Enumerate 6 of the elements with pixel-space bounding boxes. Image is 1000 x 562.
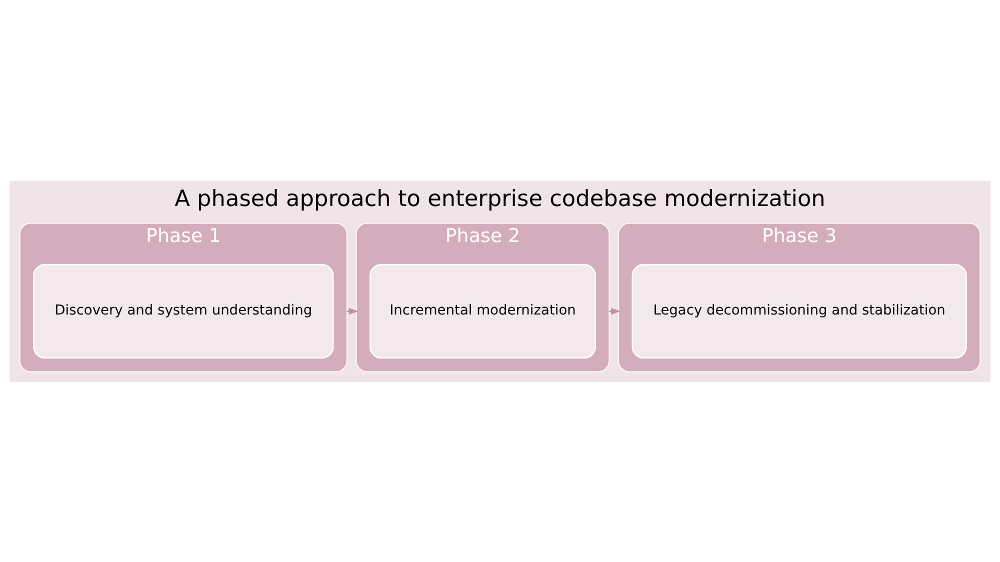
arrow <box>346 307 358 314</box>
diagram-title: A phased approach to enterprise codebase modernization <box>174 185 826 212</box>
node-box: Discovery and system understanding <box>33 264 334 358</box>
node-box: Legacy decommissioning and stabilization <box>632 264 967 358</box>
arrow <box>609 307 621 314</box>
node-box: Incremental modernization <box>370 264 596 358</box>
